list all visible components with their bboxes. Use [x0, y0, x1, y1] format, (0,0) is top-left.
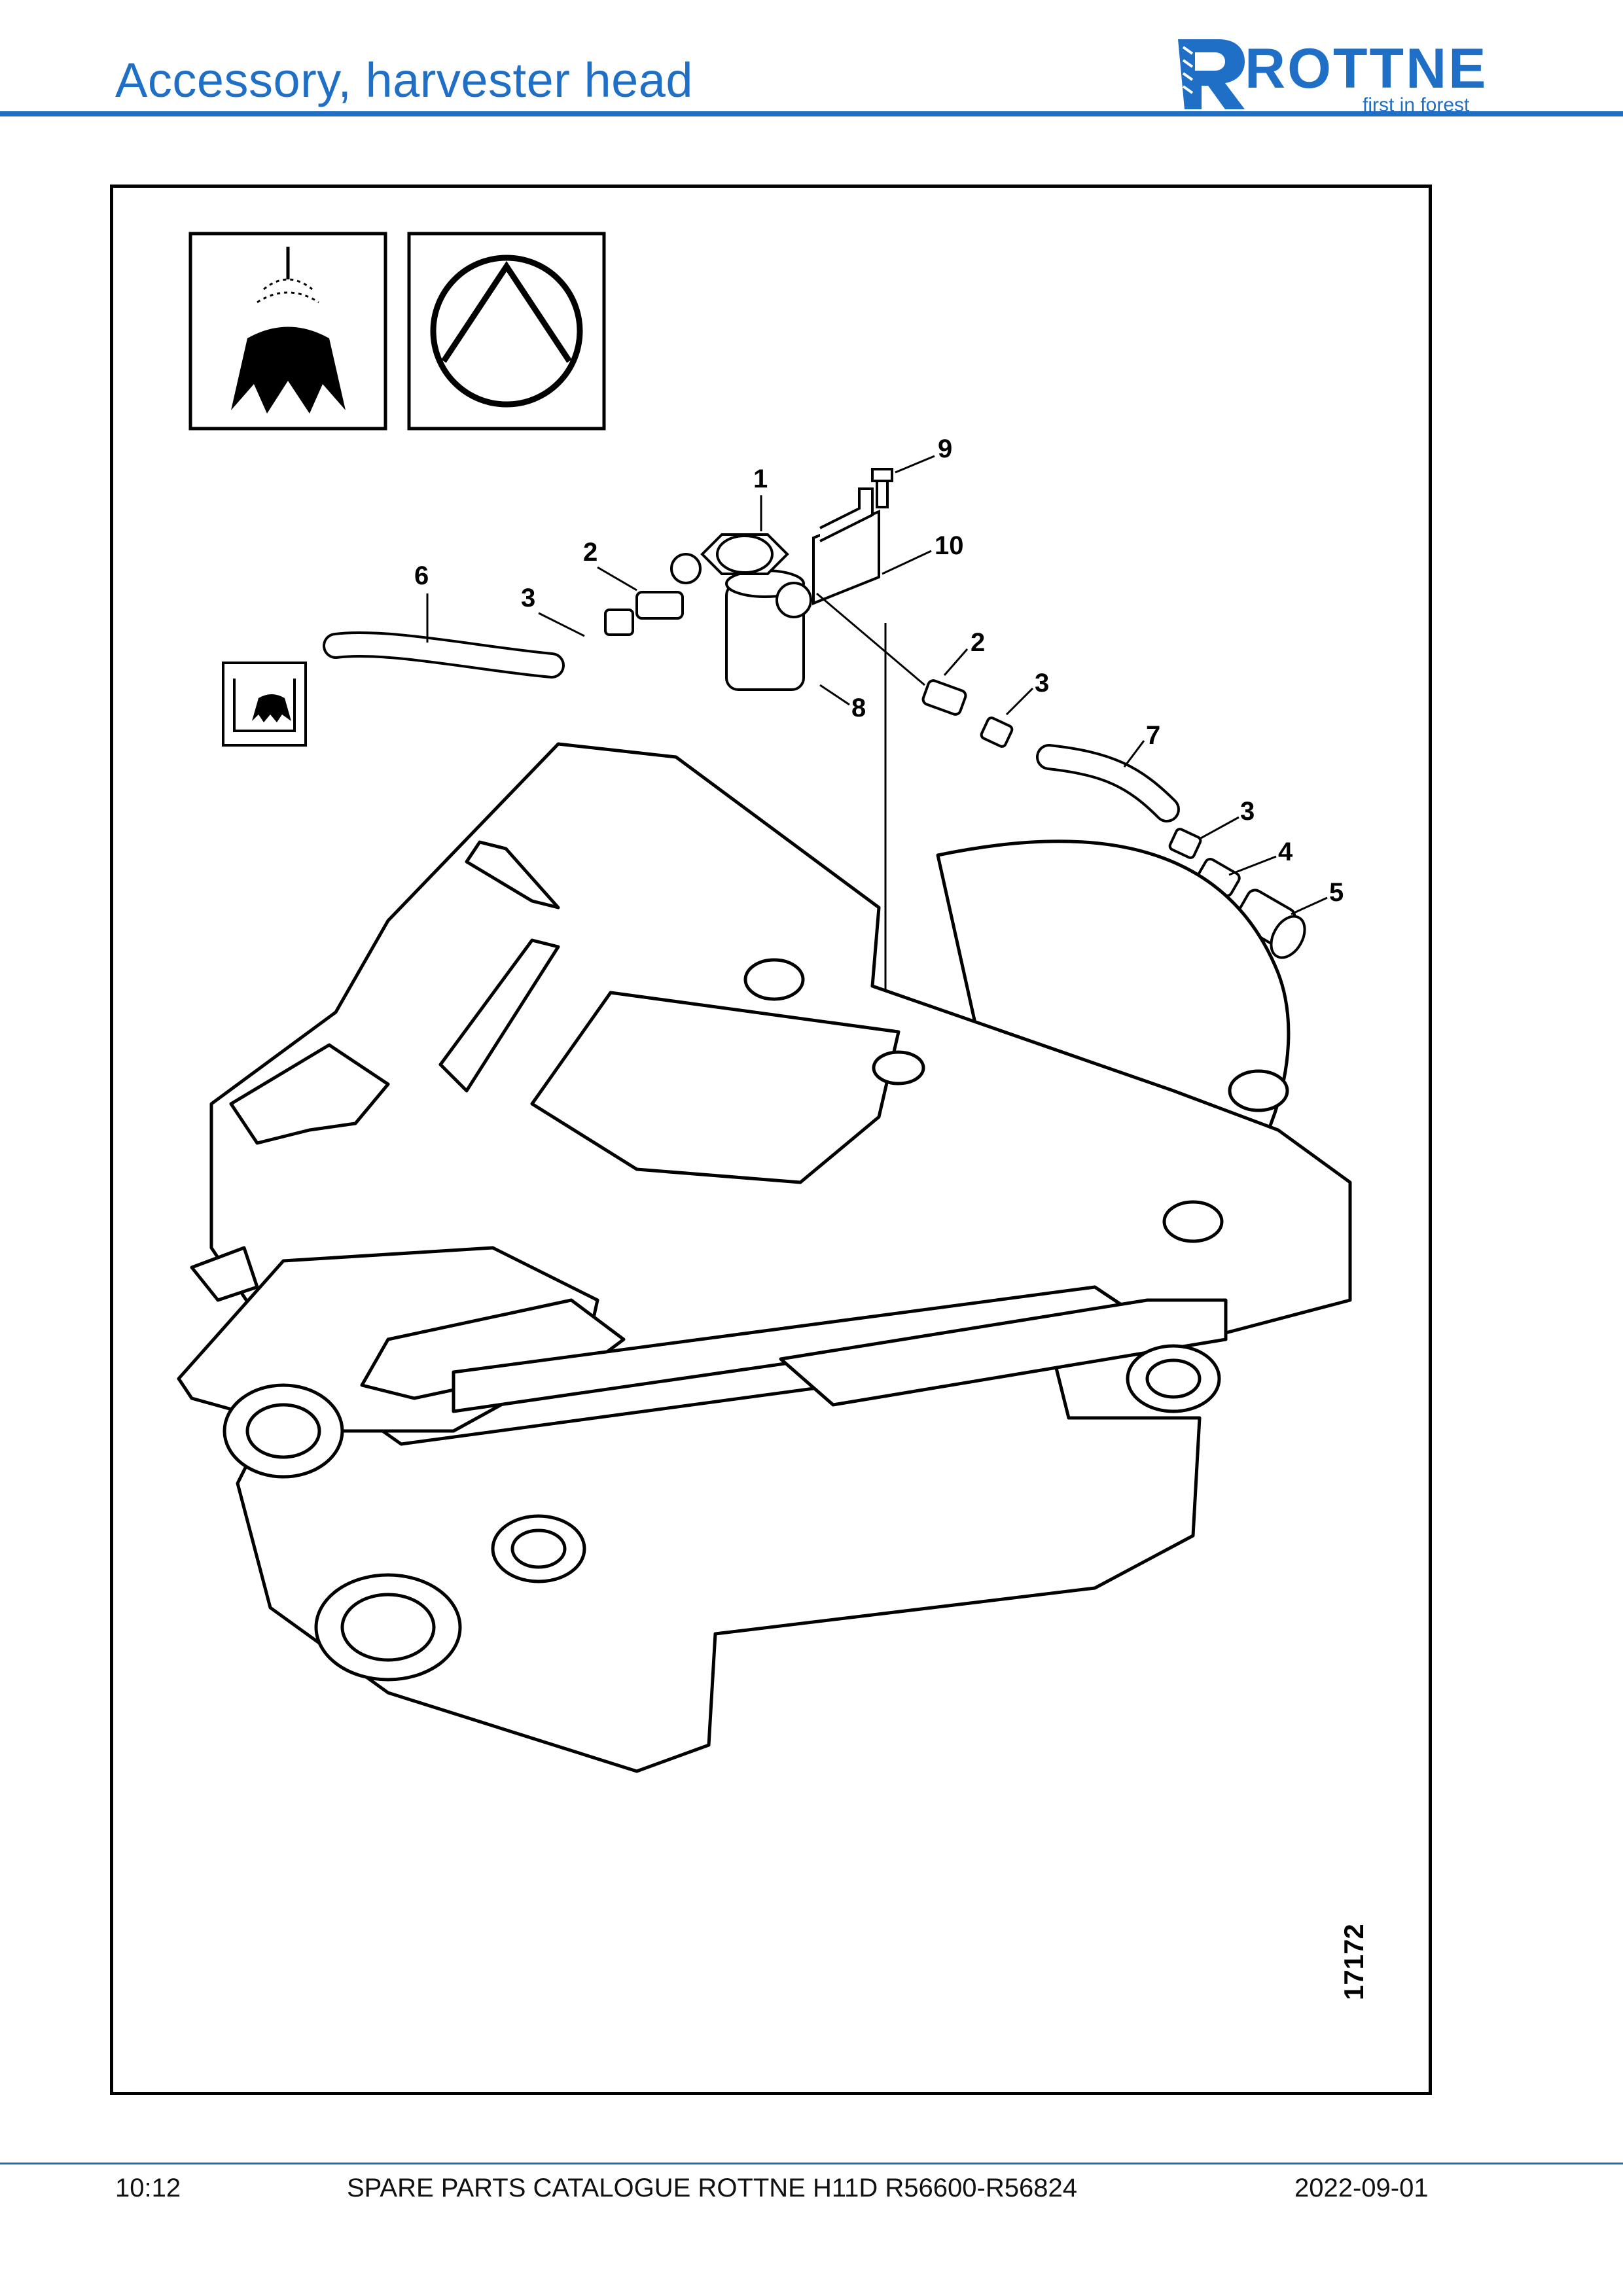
figure-frame: 1 2 3 6 9 10 2 3 8 7 3 4 5: [110, 185, 1432, 2095]
callout-10: 10: [935, 531, 964, 560]
callout-9: 9: [938, 434, 952, 463]
callout-5: 5: [1329, 878, 1344, 907]
figure-number: 17172: [1338, 1924, 1369, 2000]
brand-logo: ROTTNE first in forest: [1171, 34, 1518, 116]
callout-8: 8: [851, 694, 866, 722]
footer-date: 2022-09-01: [1294, 2174, 1429, 2202]
logo-tagline: first in forest: [1363, 94, 1470, 116]
harvester-head-rotator-body: [177, 742, 1352, 1773]
callout-4: 4: [1278, 838, 1293, 866]
callout-1: 1: [753, 465, 768, 493]
callout-6: 6: [414, 561, 429, 590]
callout-7: 7: [1146, 721, 1160, 750]
circle-triangle-symbol-icon: [407, 232, 606, 431]
bolt-part: [871, 468, 893, 508]
callout-3b: 3: [1035, 669, 1049, 698]
callout-3a: 3: [521, 584, 535, 612]
rottne-r-logo-icon: [1178, 39, 1245, 109]
filter-assembly: [670, 487, 880, 691]
logo-wordmark: ROTTNE: [1245, 37, 1488, 100]
stump-treatment-icon: [188, 232, 387, 431]
part-callouts: 1 2 3 6 9 10 2 3 8 7 3 4 5: [414, 434, 1344, 915]
stump-treatment-tank-icon: [222, 662, 307, 747]
exploded-parts-diagram: 1 2 3 6 9 10 2 3 8 7 3 4 5: [177, 232, 1369, 2000]
callout-3c: 3: [1240, 797, 1255, 826]
callout-2a: 2: [583, 538, 597, 567]
header-divider: [0, 111, 1623, 116]
page-title: Accessory, harvester head: [115, 53, 694, 107]
footer-divider: [0, 2163, 1623, 2164]
footer-page-number: 10:12: [115, 2174, 181, 2202]
footer-catalogue-title: SPARE PARTS CATALOGUE ROTTNE H11D R56600…: [347, 2174, 1077, 2202]
callout-2b: 2: [971, 628, 985, 657]
